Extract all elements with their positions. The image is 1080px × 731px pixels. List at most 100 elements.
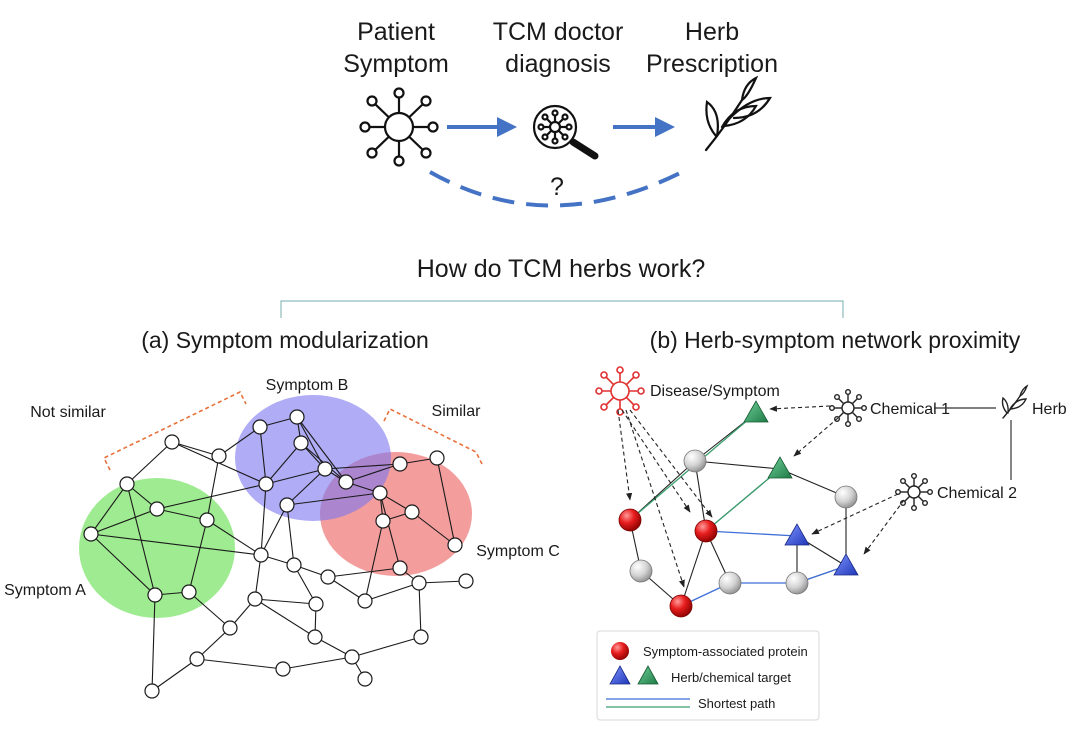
network-b-edge [680, 530, 707, 607]
network-a [83, 409, 474, 699]
network-a-edge [418, 580, 467, 584]
disease-arrow [629, 409, 713, 518]
step2-label-line2: diagnosis [505, 50, 611, 78]
network-a-node [344, 649, 360, 665]
network-a-node [83, 526, 99, 542]
network-a-node [149, 501, 165, 517]
network-a-edge [265, 442, 302, 485]
network-a-edge [156, 508, 208, 521]
network-b-protein-node [683, 449, 707, 473]
chemical-arrow [793, 417, 839, 457]
label-not-similar: Not similar [30, 404, 106, 421]
chemical-arrow [769, 405, 831, 412]
network-a-edge [345, 463, 401, 483]
network-a-node [357, 671, 373, 687]
network-a-edge [126, 483, 156, 596]
module-symptom-a [79, 478, 235, 618]
network-a-node [199, 512, 215, 528]
legend-target-label: Herb/chemical target [671, 670, 791, 685]
network-a-edge [411, 511, 456, 546]
step1-label-line1: Patient [357, 18, 435, 46]
step3-label-line1: Herb [685, 18, 739, 46]
network-a-node [144, 683, 160, 699]
step3-label-line2: Prescription [646, 50, 778, 78]
network-a-edge [90, 483, 128, 535]
network-a-edge [286, 492, 381, 506]
shortest-path-green [705, 468, 781, 532]
shortest-path-blue [705, 530, 798, 537]
chemical-2-icon [895, 473, 934, 512]
label-chemical-2: Chemical 2 [937, 485, 1017, 502]
network-b-edge [694, 460, 707, 532]
network-a-node [247, 591, 263, 607]
network-a-edge [282, 656, 353, 670]
panel-b-title: (b) Herb-symptom network proximity [650, 327, 1021, 353]
step2-label-line1: TCM doctor [493, 18, 624, 46]
network-a-node [458, 573, 474, 589]
panel-a: (a) Symptom modularization Not similar S… [4, 327, 560, 699]
network-a-node [413, 629, 429, 645]
network-a-edge [206, 519, 262, 556]
network-a-node [392, 560, 408, 576]
network-a-edge [218, 426, 261, 457]
network-a-edge [327, 567, 401, 578]
network-a-node [289, 409, 305, 425]
network-a-node [253, 547, 269, 563]
network-a-node [252, 419, 268, 435]
step1-label-line2: Symptom [343, 50, 449, 78]
network-a-edge [436, 457, 456, 546]
disease-arrow [625, 409, 685, 588]
network-a-node [429, 450, 445, 466]
network-a-edge [418, 582, 422, 638]
panel-b: (b) Herb-symptom network proximity Disea… [595, 327, 1067, 721]
legend-path-label: Shortest path [698, 696, 775, 711]
network-a-node [372, 485, 388, 501]
network-a-edge [324, 463, 401, 470]
pipeline: Patient Symptom TCM doctor diagnosis Her… [280, 18, 844, 318]
disease-virus-icon [595, 366, 645, 416]
network-a-edge [379, 492, 401, 569]
network-a-node [375, 513, 391, 529]
network-a-edge [254, 598, 317, 605]
network-a-node [447, 537, 463, 553]
symptom-protein-node [694, 519, 718, 543]
network-a-edge [90, 533, 156, 596]
network-a-edge [188, 591, 231, 629]
herb-target-blue-node [784, 523, 810, 546]
network-a-node [317, 461, 333, 477]
network-a-edge [265, 468, 326, 485]
network-b-protein-node [785, 571, 809, 595]
network-a-node [392, 456, 408, 472]
network-a-edge [126, 441, 173, 485]
network-a-edge [151, 658, 198, 692]
network-a-edge [364, 520, 384, 602]
legend-box [596, 630, 820, 721]
network-a-node [279, 497, 295, 513]
symptom-virus-icon [359, 87, 439, 167]
network-a-node [286, 557, 302, 573]
network-b-protein-node [629, 559, 653, 583]
chemical-arrow [811, 493, 899, 535]
network-a-node [293, 435, 309, 451]
network-b [617, 400, 905, 618]
network-a-edge [260, 504, 288, 556]
label-symptom-c: Symptom C [476, 543, 560, 560]
network-a-edge [206, 455, 220, 521]
network-a-edge [364, 582, 420, 602]
symptom-protein-node [618, 508, 642, 532]
network-a-node [320, 569, 336, 585]
network-a-edge [259, 426, 267, 485]
network-a-node [189, 651, 205, 667]
herb-target-green-node [743, 400, 769, 423]
network-b-protein-node [718, 571, 742, 595]
network-a-edge [296, 416, 326, 470]
chemical-arrow [863, 499, 905, 555]
network-a-node [308, 596, 324, 612]
bracket-divider [280, 300, 844, 318]
legend-protein-label: Symptom-associated protein [643, 644, 808, 659]
herb-target-blue-node [833, 553, 859, 576]
network-a-node [211, 448, 227, 464]
network-a-node [119, 476, 135, 492]
main-question: How do TCM herbs work? [417, 255, 706, 283]
